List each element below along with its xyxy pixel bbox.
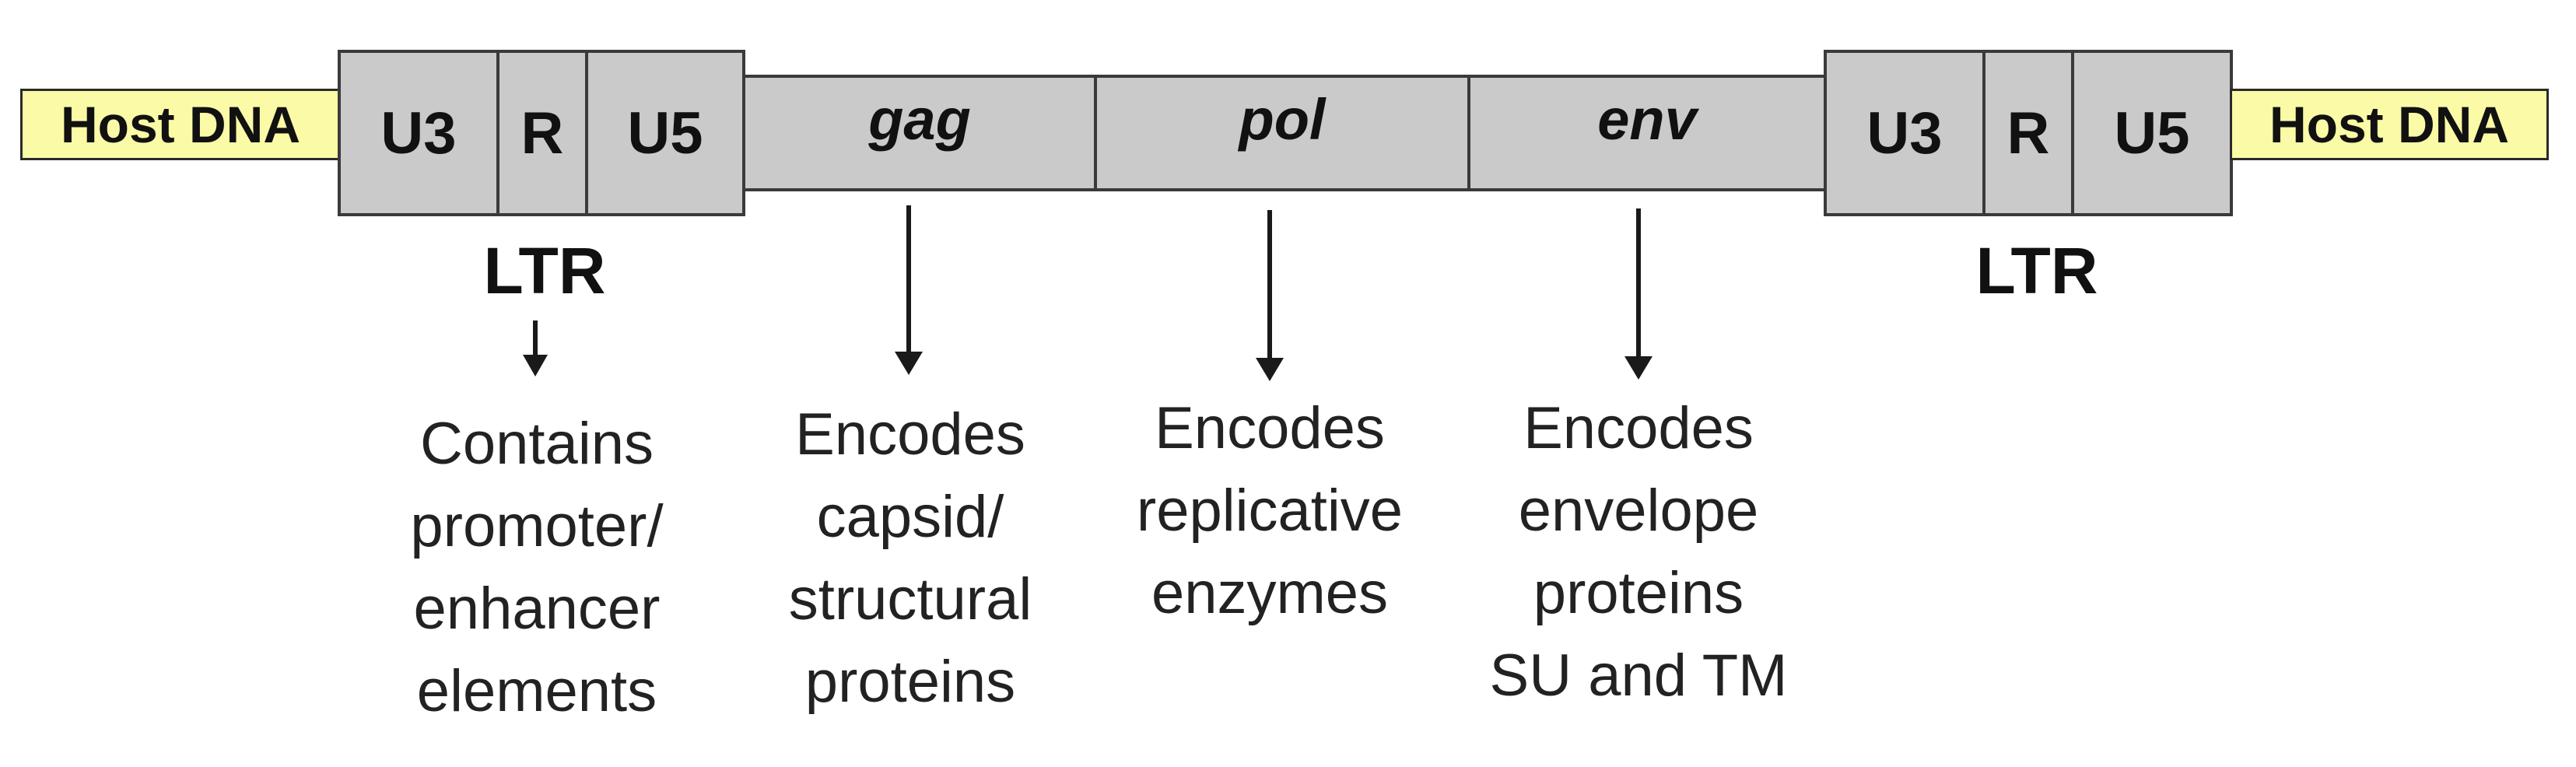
ltr-right-label: LTR [1975, 234, 2098, 307]
gag-arrowhead [895, 352, 923, 375]
ltr-left-u5: U5 [585, 50, 745, 216]
gag-desc-line-3: structural [788, 566, 1032, 632]
pol-arrowhead [1256, 358, 1284, 381]
ltr-left-u3: U3 [338, 50, 499, 216]
host-dna-right: Host DNA [2230, 89, 2549, 160]
ltr-right-u3-label: U3 [1866, 100, 1943, 166]
ltr-left-label: LTR [483, 234, 606, 307]
env-desc-line-4: SU and TM [1489, 643, 1788, 709]
env-desc-line-2: envelope [1518, 478, 1759, 544]
host-dna-left: Host DNA [20, 89, 341, 160]
ltr-right-u5-label: U5 [2114, 100, 2190, 166]
ltr-right-r: R [1982, 50, 2074, 216]
gene-gag-label: gag [868, 86, 971, 152]
gene-env-label: env [1597, 86, 1697, 152]
ltr-arrowhead [523, 355, 548, 376]
gag-description: Encodes capsid/ structural proteins [731, 394, 1089, 723]
host-dna-left-label: Host DNA [61, 96, 300, 153]
pol-desc-line-1: Encodes [1155, 395, 1385, 461]
env-description: Encodes envelope proteins SU and TM [1444, 387, 1833, 717]
ltr-desc-line-1: Contains [420, 411, 654, 477]
pol-desc-line-2: replicative [1136, 478, 1404, 544]
ltr-left-u3-label: U3 [380, 100, 457, 166]
gene-env: env [1467, 75, 1827, 191]
env-desc-line-3: proteins [1533, 560, 1744, 626]
ltr-right-r-label: R [2006, 100, 2050, 166]
pol-description: Encodes replicative enzymes [1083, 387, 1456, 635]
ltr-description: Contains promoter/ enhancer elements [342, 403, 731, 733]
host-dna-right-label: Host DNA [2269, 96, 2509, 153]
gag-desc-line-1: Encodes [795, 401, 1025, 468]
ltr-desc-line-4: elements [416, 658, 657, 724]
ltr-desc-line-3: enhancer [413, 576, 661, 642]
pol-desc-line-3: enzymes [1151, 560, 1389, 626]
ltr-left-u5-label: U5 [627, 100, 703, 166]
gene-pol: pol [1094, 75, 1470, 191]
gag-desc-line-4: proteins [804, 649, 1016, 715]
ltr-left-r-label: R [520, 100, 564, 166]
gene-pol-label: pol [1239, 86, 1326, 152]
gag-desc-line-2: capsid/ [816, 484, 1004, 550]
gene-gag: gag [742, 75, 1097, 191]
env-arrowhead [1624, 356, 1652, 380]
ltr-right-u3: U3 [1824, 50, 1985, 216]
ltr-desc-line-2: promoter/ [410, 493, 664, 559]
ltr-right-u5: U5 [2071, 50, 2233, 216]
env-desc-line-1: Encodes [1523, 395, 1754, 461]
